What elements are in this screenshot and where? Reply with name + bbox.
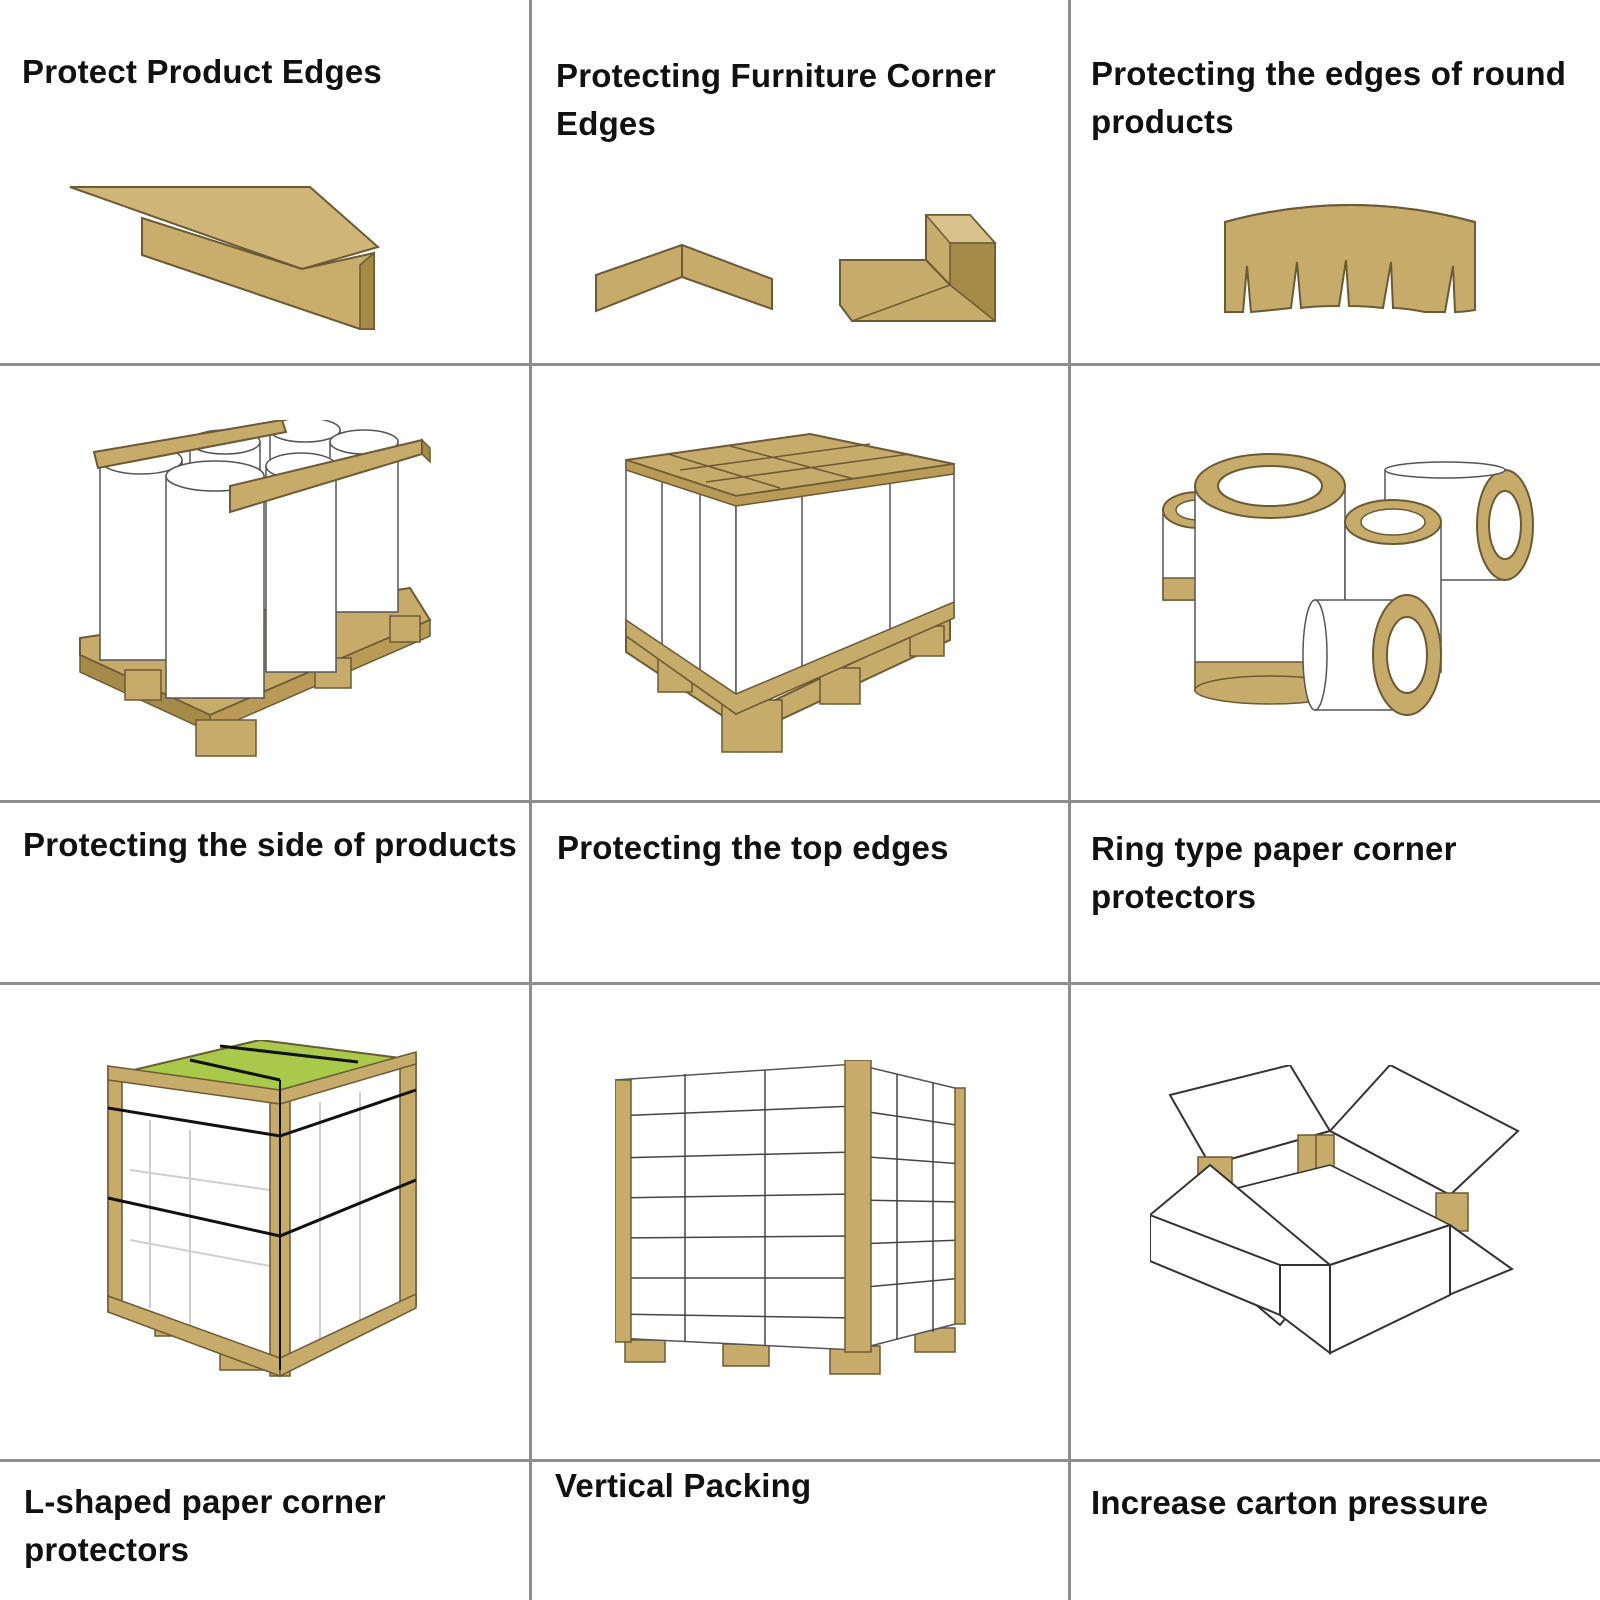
caption-protect-product-edges: Protect Product Edges (22, 53, 382, 90)
grid-line-h4 (0, 1459, 1600, 1462)
caption-vertical-packing: Vertical Packing (555, 1467, 812, 1504)
caption-protecting-side-of-products: Protecting the side of products (23, 826, 517, 863)
caption-protecting-edges-round-products: Protecting the edges of round products (1091, 55, 1567, 140)
straight-edge-protector-illustration (60, 175, 390, 345)
grid-line-h2 (0, 800, 1600, 803)
strapped-pallet-l-corners-illustration (100, 1040, 430, 1380)
grid-line-h3 (0, 982, 1600, 985)
caption-protecting-top-edges: Protecting the top edges (557, 829, 949, 866)
furniture-corner-protectors-illustration (590, 205, 1010, 335)
caption-protecting-furniture-corner-edges: Protecting Furniture Corner Edges (556, 57, 996, 142)
wrapped-pallet-top-edges-illustration (620, 430, 960, 770)
open-carton-with-corners-illustration (1150, 1065, 1520, 1355)
vertical-packing-pallet-illustration (615, 1060, 975, 1390)
caption-ring-type-paper-corner-protectors: Ring type paper corner protectors (1091, 830, 1457, 915)
grid-line-h1 (0, 363, 1600, 366)
paper-rolls-with-rings-illustration (1155, 450, 1550, 740)
caption-increase-carton-pressure: Increase carton pressure (1091, 1484, 1489, 1521)
curved-edge-protector-illustration (1215, 200, 1495, 320)
caption-l-shaped-paper-corner-protectors: L-shaped paper corner protectors (24, 1483, 386, 1568)
rolls-on-pallet-illustration (70, 420, 440, 765)
